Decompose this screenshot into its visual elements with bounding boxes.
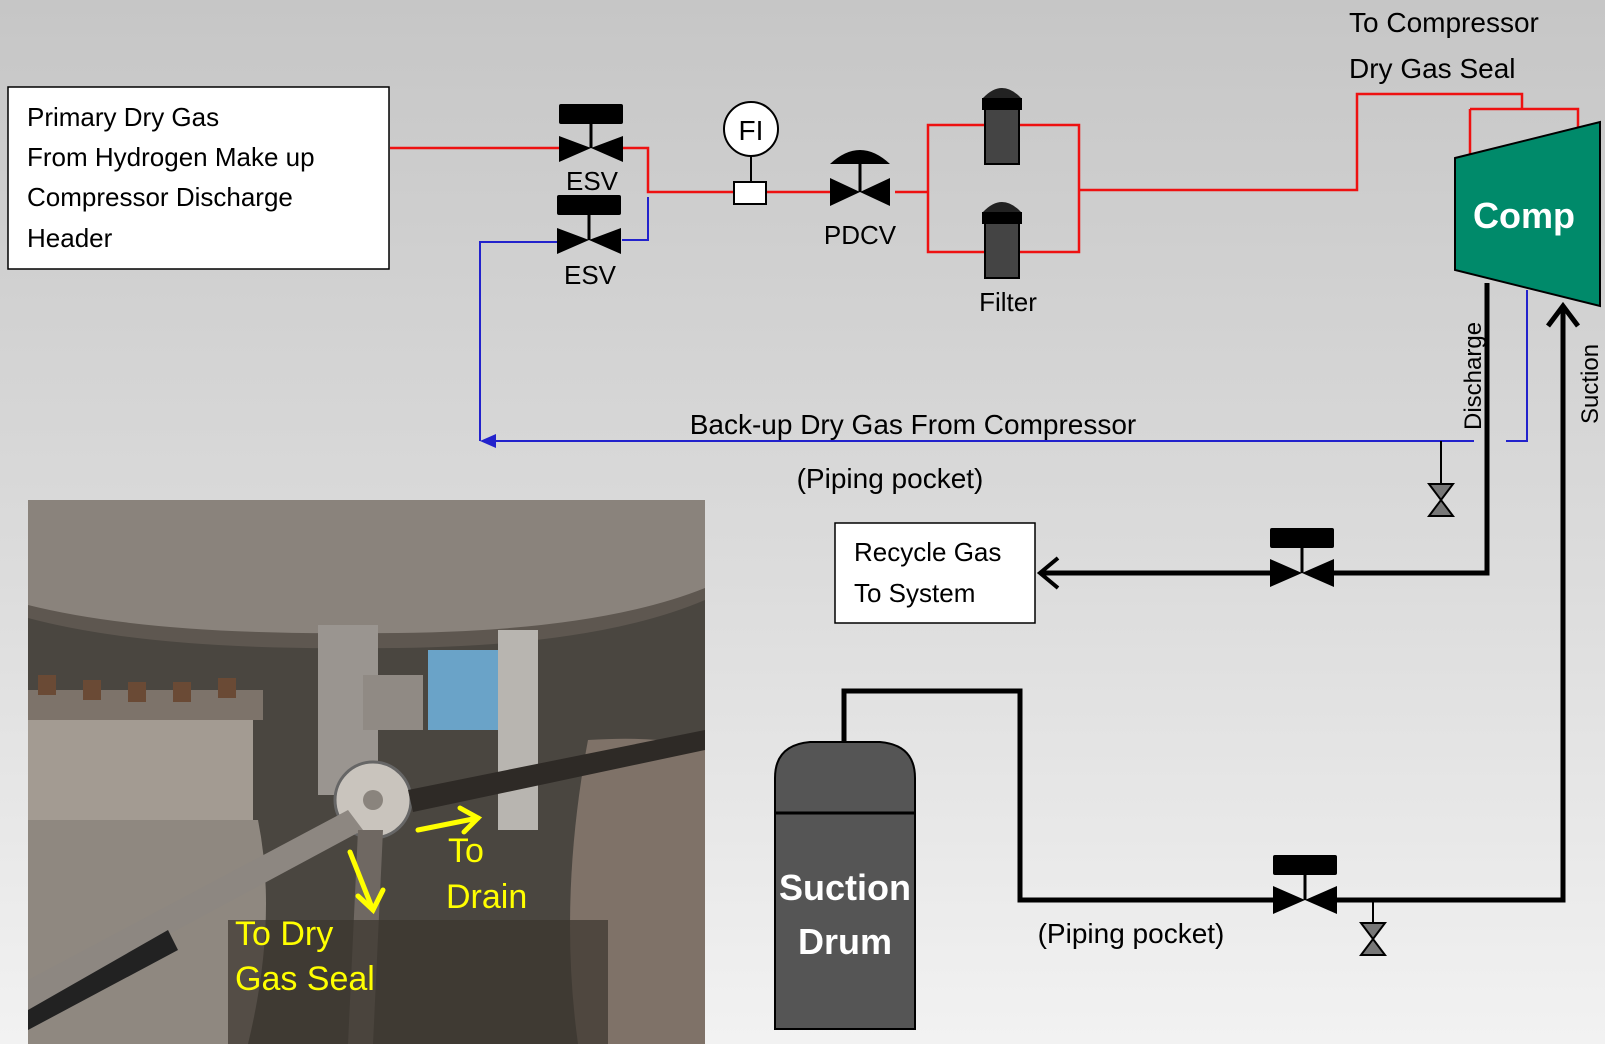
suction-drum-label-2: Drum	[798, 921, 892, 962]
esv-label-bottom: ESV	[564, 260, 617, 290]
source-line-2: From Hydrogen Make up	[27, 142, 315, 172]
destination-line-1: To Compressor	[1349, 7, 1539, 38]
photo-label-seal-2: Gas Seal	[235, 960, 375, 998]
filter-label: Filter	[979, 287, 1037, 317]
recycle-line-1: Recycle Gas	[854, 537, 1001, 567]
site-photo-illustration: To Drain To Dry Gas Seal	[28, 500, 705, 1044]
backup-pocket-label: (Piping pocket)	[797, 463, 984, 494]
destination-label: To Compressor Dry Gas Seal	[1349, 7, 1547, 84]
filter-top[interactable]	[982, 88, 1022, 164]
backup-drain-valve[interactable]	[1429, 441, 1453, 516]
suction-label: Suction	[1577, 344, 1604, 424]
suction-drain-valve[interactable]	[1361, 900, 1385, 955]
source-box: Primary Dry Gas From Hydrogen Make up Co…	[8, 87, 389, 269]
fi-label: FI	[739, 115, 764, 146]
suction-pocket-label: (Piping pocket)	[1038, 918, 1225, 949]
recycle-box: Recycle Gas To System	[835, 523, 1035, 623]
recycle-line-2: To System	[854, 578, 975, 608]
source-line-3: Compressor Discharge	[27, 182, 293, 212]
photo-label-seal-1: To Dry	[235, 915, 333, 953]
suction-drum-label-1: Suction	[779, 867, 911, 908]
photo-label-drain-2: Drain	[446, 878, 527, 916]
discharge-label: Discharge	[1460, 322, 1487, 430]
site-photo: To Drain To Dry Gas Seal	[28, 500, 705, 1044]
esv-valve-bottom[interactable]	[557, 195, 621, 254]
backup-line-label: Back-up Dry Gas From Compressor	[690, 409, 1137, 440]
source-line-4: Header	[27, 223, 113, 253]
photo-label-drain-1: To	[448, 832, 484, 870]
compressor-label: Comp	[1473, 195, 1575, 236]
suction-valve[interactable]	[1273, 855, 1337, 914]
source-line-1: Primary Dry Gas	[27, 102, 219, 132]
esv-valve-top[interactable]	[559, 104, 623, 162]
pdcv-label: PDCV	[824, 220, 897, 250]
esv-label-top: ESV	[566, 166, 619, 196]
destination-line-2: Dry Gas Seal	[1349, 53, 1516, 84]
recycle-valve[interactable]	[1270, 528, 1334, 587]
pdcv-valve[interactable]	[830, 150, 890, 206]
filter-bottom[interactable]	[982, 202, 1022, 278]
